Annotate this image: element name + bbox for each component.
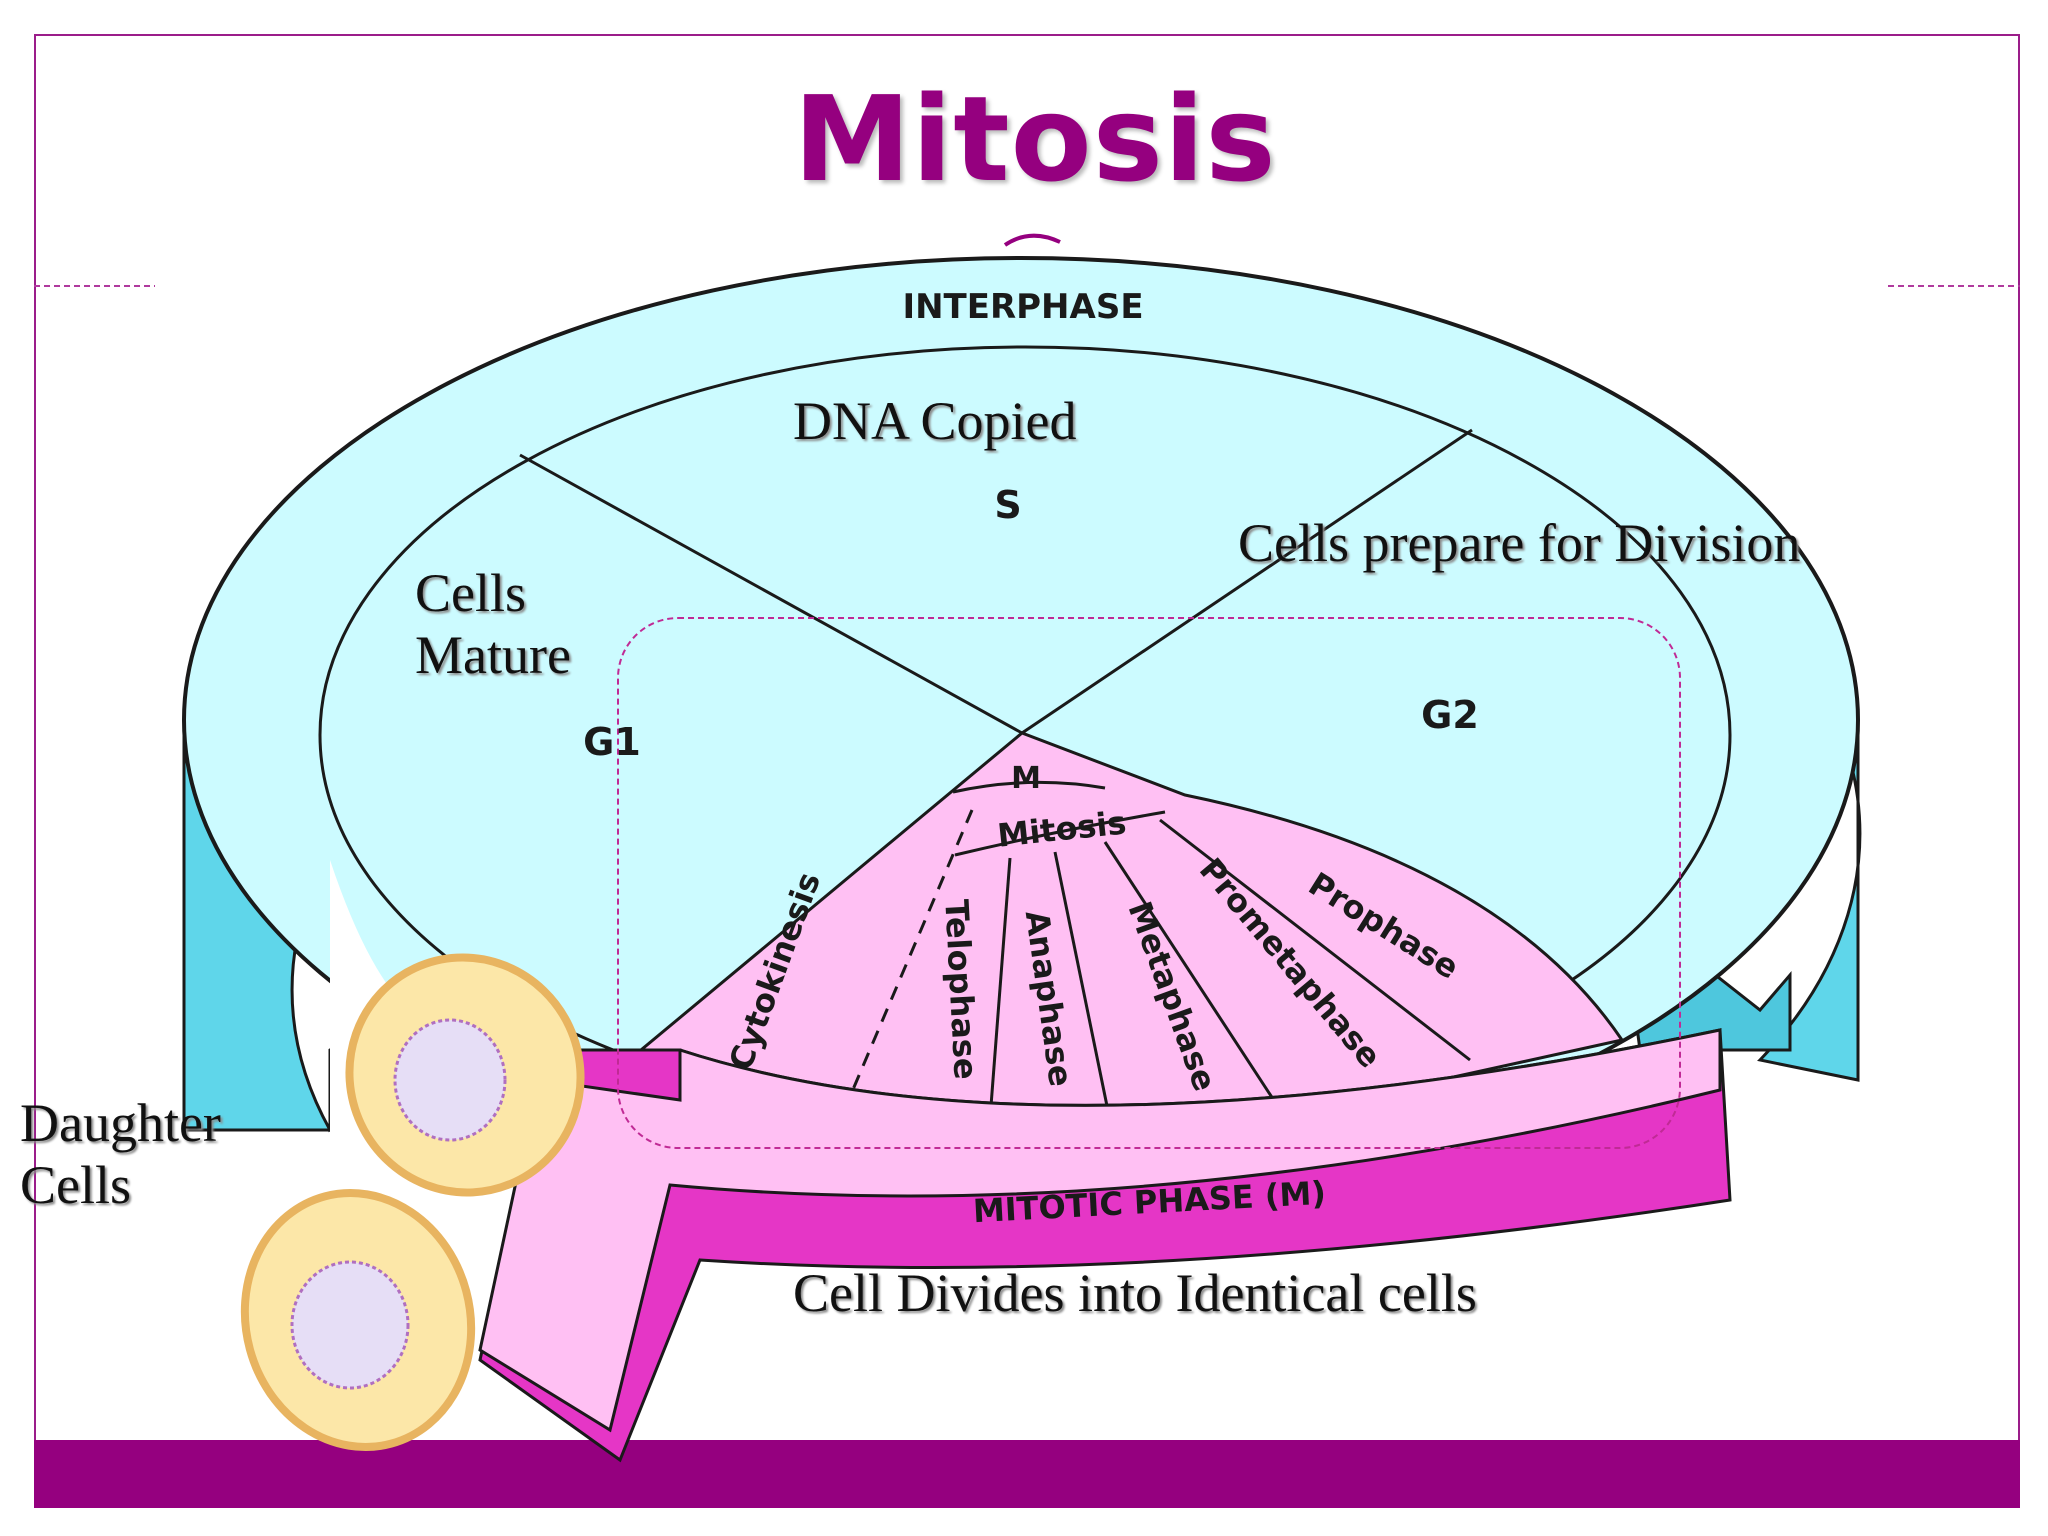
arc-mark bbox=[1003, 233, 1061, 247]
cells-mature-note: Cells Mature bbox=[415, 562, 571, 686]
m-phase-label: M bbox=[1011, 761, 1041, 796]
g2-phase-label: G2 bbox=[1421, 693, 1479, 737]
cell-divides-note: Cell Divides into Identical cells bbox=[793, 1263, 1477, 1323]
nucleus-icon bbox=[290, 1260, 410, 1390]
highlight-box bbox=[617, 617, 1681, 1149]
s-phase-label: S bbox=[994, 483, 1021, 527]
cells-mature-line: Mature bbox=[415, 625, 571, 686]
telophase-divider bbox=[986, 857, 1012, 1146]
bottom-accent-bar bbox=[34, 1440, 2020, 1508]
metaphase-divider bbox=[1103, 841, 1292, 1126]
g1-s-divider bbox=[519, 453, 1023, 735]
g1-phase-label: G1 bbox=[583, 720, 641, 764]
cells-prepare-note: Cells prepare for Division bbox=[1238, 513, 1801, 573]
slide-title: Mitosis bbox=[793, 70, 1277, 208]
mitosis-arc bbox=[954, 810, 1166, 857]
cells-mature-line: Cells bbox=[415, 563, 527, 623]
dna-copied-note: DNA Copied bbox=[793, 391, 1077, 451]
daughter-cells-line: Daughter bbox=[20, 1093, 221, 1153]
daughter-cells-note: Daughter Cells bbox=[20, 1092, 221, 1216]
interphase-label: INTERPHASE bbox=[902, 287, 1143, 327]
s-g2-divider bbox=[1021, 428, 1473, 735]
nucleus-icon bbox=[393, 1018, 507, 1142]
cytokinesis-divider bbox=[838, 809, 974, 1121]
anaphase-divider bbox=[1053, 851, 1117, 1146]
daughter-cells-line: Cells bbox=[20, 1155, 132, 1216]
m-arc bbox=[952, 780, 1106, 794]
mitotic-arrow bbox=[478, 1028, 1722, 1433]
prometaphase-divider bbox=[1159, 818, 1471, 1062]
stage-label: Telophase bbox=[937, 898, 984, 1080]
